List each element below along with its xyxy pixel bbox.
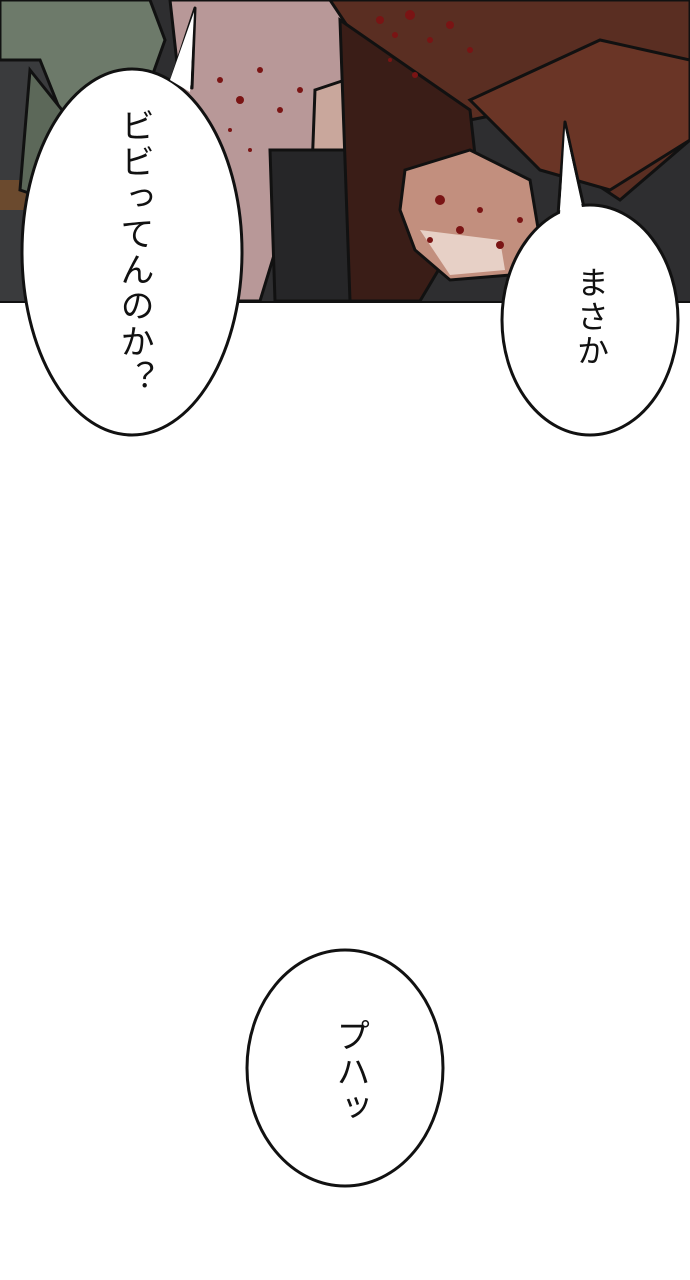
- illustration-panel: [0, 0, 690, 303]
- fight-scene-artwork: [0, 0, 690, 301]
- speech-text-2: まさか: [572, 266, 610, 368]
- speech-text-3: プハッ: [330, 1018, 370, 1126]
- speech-text-1: ビビってんのか？: [114, 108, 154, 396]
